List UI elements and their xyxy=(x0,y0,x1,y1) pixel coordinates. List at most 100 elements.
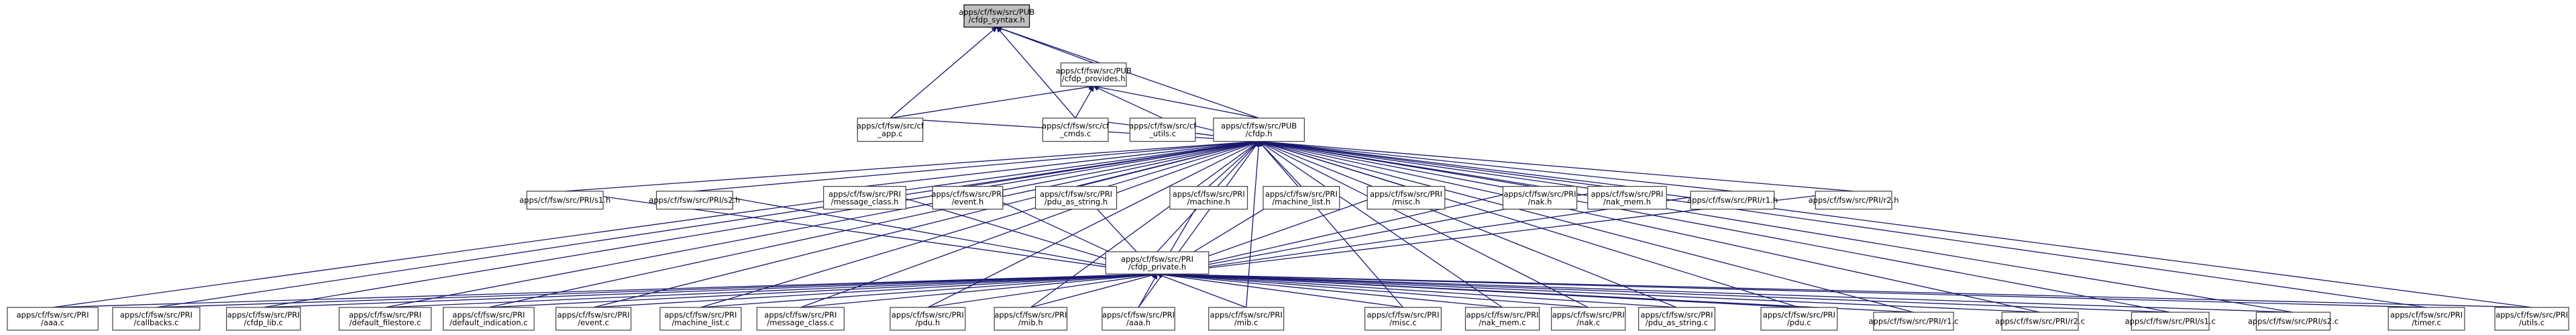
include-edge-cfdph-to-provides xyxy=(1093,84,1259,119)
file-node-cfutils[interactable]: apps/cf/fsw/src/cf_utils.c xyxy=(1129,117,1197,142)
file-node-cfdph[interactable]: apps/cf/fsw/src/PUB/cfdp.h xyxy=(1213,117,1305,142)
file-node-r1h[interactable]: apps/cf/fsw/src/PRI/r1.h xyxy=(1687,191,1778,210)
node-box xyxy=(1102,307,1175,331)
node-box xyxy=(1502,186,1578,210)
node-label-line: apps/cf/fsw/src/PRI/s2.c xyxy=(2248,316,2339,326)
file-node-machinelistc[interactable]: apps/cf/fsw/src/PRI/machine_list.c xyxy=(659,307,742,331)
node-label-line: apps/cf/fsw/src/PRI/r2.h xyxy=(1809,195,1899,205)
file-node-machineh[interactable]: apps/cf/fsw/src/PRI/machine.h xyxy=(1169,186,1248,210)
file-node-r1c[interactable]: apps/cf/fsw/src/PRI/r1.c xyxy=(1868,312,1958,331)
node-label-line: /message_class.c xyxy=(767,318,834,328)
file-node-deffile[interactable]: apps/cf/fsw/src/PRI/default_filestore.c xyxy=(338,307,432,331)
node-label-line: apps/cf/fsw/src/PUB xyxy=(1056,66,1132,75)
include-edge-callbacks-to-cfdph xyxy=(156,139,1260,308)
node-label-line: apps/cf/fsw/src/PRI xyxy=(1763,310,1835,320)
node-label-line: apps/cf/fsw/src/PRI xyxy=(994,310,1067,320)
node-label-line: /event.h xyxy=(952,197,984,206)
file-node-r2h[interactable]: apps/cf/fsw/src/PRI/r2.h xyxy=(1809,191,1899,210)
file-node-misch[interactable]: apps/cf/fsw/src/PRI/misc.h xyxy=(1366,186,1446,210)
file-node-machinelisth[interactable]: apps/cf/fsw/src/PRI/machine_list.h xyxy=(1263,186,1340,210)
file-node-msgclassh[interactable]: apps/cf/fsw/src/PRI/message_class.h xyxy=(823,186,907,210)
node-label-line: apps/cf/fsw/src/PRI xyxy=(1210,310,1283,320)
node-label-line: apps/cf/fsw/src/PRI xyxy=(227,310,300,320)
file-node-pduasstrh[interactable]: apps/cf/fsw/src/PRI/pdu_as_string.h xyxy=(1034,186,1118,210)
node-box xyxy=(1815,191,1892,210)
node-label-line: apps/cf/fsw/src/cf xyxy=(1042,122,1110,131)
node-label-line: /nak_mem.c xyxy=(1479,318,1526,328)
file-node-mibh[interactable]: apps/cf/fsw/src/PRI/mib.h xyxy=(994,307,1068,331)
include-edge-deffile-to-cfdph xyxy=(384,140,1260,308)
node-label-line: apps/cf/fsw/src/PRI/s1.h xyxy=(519,195,610,205)
node-box xyxy=(1169,186,1248,210)
file-node-private[interactable]: apps/cf/fsw/src/PRI/cfdp_private.h xyxy=(1105,251,1210,275)
node-box xyxy=(1760,307,1838,331)
node-label-line: apps/cf/fsw/src/PRI xyxy=(1102,310,1175,320)
node-box xyxy=(1129,117,1196,142)
node-label-line: apps/cf/fsw/src/PUB xyxy=(959,7,1034,17)
file-node-msgclassc[interactable]: apps/cf/fsw/src/PRI/message_class.c xyxy=(756,307,845,331)
node-box xyxy=(1873,312,1954,331)
node-label-line: apps/cf/fsw/src/cf xyxy=(857,122,924,131)
edges-layer xyxy=(52,26,2532,313)
file-node-s2h[interactable]: apps/cf/fsw/src/PRI/s2.h xyxy=(649,191,740,210)
node-label-line: /timer.c xyxy=(2412,318,2441,328)
file-node-cfapp[interactable]: apps/cf/fsw/src/cf_app.c xyxy=(857,117,924,142)
file-node-aaac[interactable]: apps/cf/fsw/src/PRI/aaa.c xyxy=(7,307,99,331)
file-node-r2c[interactable]: apps/cf/fsw/src/PRI/r2.c xyxy=(1995,312,2085,331)
file-node-nakc[interactable]: apps/cf/fsw/src/PRI/nak.c xyxy=(1551,307,1626,331)
node-label-line: apps/cf/fsw/src/PRI xyxy=(1121,254,1193,264)
node-box xyxy=(1366,186,1446,210)
file-node-cfcmds[interactable]: apps/cf/fsw/src/cf_cmds.c xyxy=(1042,117,1110,142)
node-box xyxy=(963,4,1030,28)
node-box xyxy=(1364,307,1442,331)
file-node-pduh[interactable]: apps/cf/fsw/src/PRI/pdu.h xyxy=(890,307,966,331)
node-label-line: /misc.c xyxy=(1389,318,1417,328)
node-label-line: apps/cf/fsw/src/PRI xyxy=(2390,310,2463,320)
file-node-defind[interactable]: apps/cf/fsw/src/PRI/default_indication.c xyxy=(443,307,535,331)
file-node-cfdplib[interactable]: apps/cf/fsw/src/PRI/cfdp_lib.c xyxy=(226,307,301,331)
file-node-eventc[interactable]: apps/cf/fsw/src/PRI/event.c xyxy=(555,307,632,331)
file-node-nakmemh[interactable]: apps/cf/fsw/src/PRI/nak_mem.h xyxy=(1587,186,1667,210)
node-label-line: /nak.h xyxy=(1528,197,1552,206)
file-node-s1c[interactable]: apps/cf/fsw/src/PRI/s1.c xyxy=(2125,312,2216,331)
node-label-line: apps/cf/fsw/src/PRI xyxy=(892,310,964,320)
file-node-s2c[interactable]: apps/cf/fsw/src/PRI/s2.c xyxy=(2248,312,2339,331)
node-label-line: apps/cf/fsw/src/PRI xyxy=(1173,189,1245,199)
file-node-miscc[interactable]: apps/cf/fsw/src/PRI/misc.c xyxy=(1364,307,1442,331)
node-label-line: apps/cf/fsw/src/PRI xyxy=(1640,310,1713,320)
file-node-s1h[interactable]: apps/cf/fsw/src/PRI/s1.h xyxy=(519,191,610,210)
file-node-nakmemc[interactable]: apps/cf/fsw/src/PRI/nak_mem.c xyxy=(1464,307,1540,331)
node-box xyxy=(2131,312,2210,331)
file-node-callbacks[interactable]: apps/cf/fsw/src/PRI/callbacks.c xyxy=(112,307,201,331)
file-node-mibc[interactable]: apps/cf/fsw/src/PRI/mib.c xyxy=(1208,307,1285,331)
node-box xyxy=(112,307,201,331)
node-label-line: apps/cf/fsw/src/PRI xyxy=(120,310,193,320)
include-edge-aaac-to-cfdph xyxy=(52,139,1260,308)
node-box xyxy=(857,117,924,142)
node-box xyxy=(1034,186,1118,210)
file-node-provides[interactable]: apps/cf/fsw/src/PUB/cfdp_provides.h xyxy=(1056,62,1132,87)
node-label-line: apps/cf/fsw/src/PRI xyxy=(1040,189,1112,199)
node-label-line: apps/cf/fsw/src/PRI xyxy=(1591,189,1663,199)
node-box xyxy=(1213,117,1305,142)
include-edge-cfcmds-to-provides xyxy=(1075,85,1094,119)
node-box xyxy=(1042,117,1109,142)
node-label-line: /aaa.c xyxy=(41,318,64,328)
file-node-pduc[interactable]: apps/cf/fsw/src/PRI/pdu.c xyxy=(1760,307,1838,331)
node-label-line: apps/cf/fsw/src/PRI xyxy=(1366,310,1439,320)
file-node-nakh[interactable]: apps/cf/fsw/src/PRI/nak.h xyxy=(1502,186,1578,210)
node-box xyxy=(1638,307,1715,331)
include-edge-timerc-to-cfdph xyxy=(1258,139,2427,308)
file-node-timerc[interactable]: apps/cf/fsw/src/PRI/timer.c xyxy=(2387,307,2465,331)
file-node-utilsc[interactable]: apps/cf/fsw/src/PRI/utils.c xyxy=(2494,307,2569,331)
file-node-aaah[interactable]: apps/cf/fsw/src/PRI/aaa.h xyxy=(1102,307,1175,331)
node-label-line: /event.c xyxy=(578,318,609,328)
file-node-eventh[interactable]: apps/cf/fsw/src/PRI/event.h xyxy=(931,186,1004,210)
file-node-pduasstrc[interactable]: apps/cf/fsw/src/PRI/pdu_as_string.c xyxy=(1638,307,1715,331)
file-node-syntax[interactable]: apps/cf/fsw/src/PUB/cfdp_syntax.h xyxy=(959,4,1034,28)
node-box xyxy=(2494,307,2569,331)
node-label-line: apps/cf/fsw/src/PRI xyxy=(349,310,421,320)
node-box xyxy=(890,307,966,331)
node-label-line: apps/cf/fsw/src/PRI/s2.h xyxy=(649,195,740,205)
